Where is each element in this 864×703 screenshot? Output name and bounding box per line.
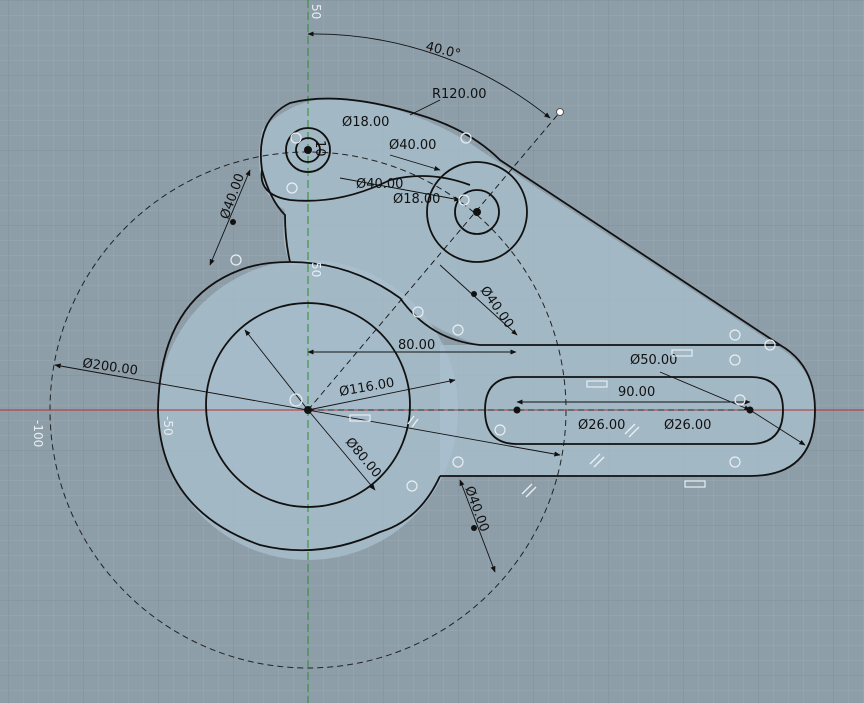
- len80-dim[interactable]: 80.00: [398, 338, 435, 353]
- axis-label-mid: 50: [309, 262, 323, 277]
- d40-mid-a-dim[interactable]: Ø40.00: [389, 138, 436, 153]
- d26-right-dim[interactable]: Ø26.00: [664, 418, 711, 433]
- horizontal-icons[interactable]: [349, 349, 706, 488]
- parallel-icons[interactable]: [407, 415, 640, 498]
- constraint-icons[interactable]: [230, 132, 776, 492]
- d18-mid-dim[interactable]: Ø18.00: [393, 192, 440, 207]
- axis-label-neg100: -100: [31, 420, 45, 447]
- len90-dim[interactable]: 90.00: [618, 385, 655, 400]
- dim-10[interactable]: 10: [312, 140, 327, 157]
- radius-dim[interactable]: R120.00: [432, 87, 487, 102]
- sketch-points[interactable]: [230, 108, 754, 532]
- d40-mid-b-dim[interactable]: Ø40.00: [356, 177, 403, 192]
- axis-label-top: 50: [309, 4, 323, 19]
- d50-dim[interactable]: Ø50.00: [630, 353, 677, 368]
- axis-label-neg50: -50: [161, 416, 175, 436]
- dimension-lines: [54, 31, 806, 573]
- profile-outline[interactable]: [157, 97, 816, 552]
- d18-top-dim[interactable]: Ø18.00: [342, 115, 389, 130]
- d26-left-dim[interactable]: Ø26.00: [578, 418, 625, 433]
